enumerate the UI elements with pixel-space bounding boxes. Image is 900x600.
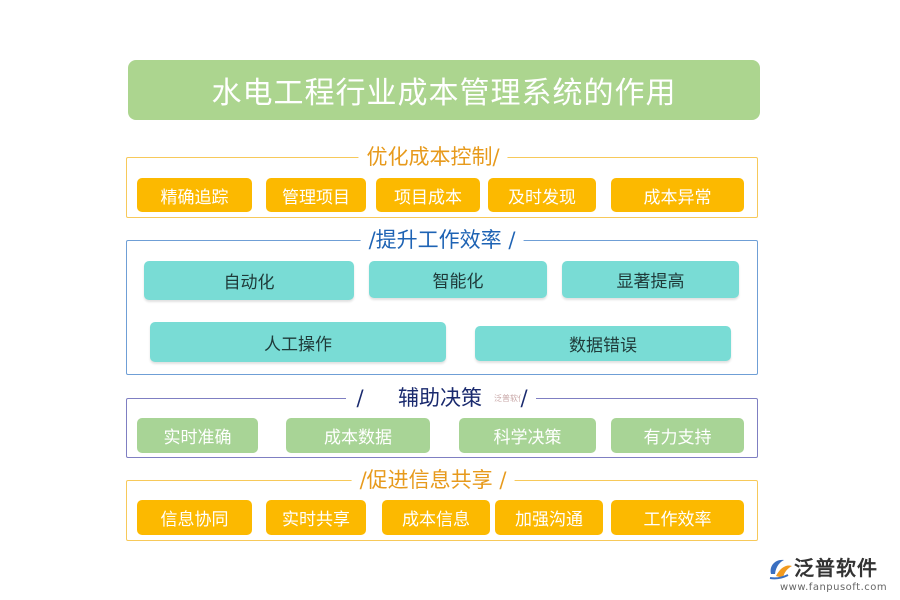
fanpu-logo: 泛普软件 www.fanpusoft.com bbox=[766, 552, 892, 598]
item-intelligence: 智能化 bbox=[369, 261, 547, 298]
fanpu-logo-icon bbox=[769, 559, 792, 580]
section-decision-watermark: 泛普软件 bbox=[494, 394, 526, 403]
logo-url: www.fanpusoft.com bbox=[780, 582, 888, 593]
section-cost-control-left-line bbox=[279, 157, 342, 158]
logo-name: 泛普软件 bbox=[794, 556, 878, 580]
item-cost-anomaly: 成本异常 bbox=[611, 178, 744, 212]
item-work-efficiency: 工作效率 bbox=[611, 500, 744, 535]
item-significant-improvement: 显著提高 bbox=[562, 261, 739, 298]
item-manual-operation: 人工操作 bbox=[150, 322, 446, 362]
section-cost-control-right-line bbox=[518, 157, 581, 158]
section-efficiency-title: /提升工作效率 / bbox=[360, 227, 524, 253]
section-info-sharing-title: /促进信息共享 / bbox=[351, 467, 515, 493]
item-precise-tracking: 精确追踪 bbox=[137, 178, 252, 212]
section-cost-control-title: 优化成本控制/ bbox=[358, 144, 508, 170]
item-info-collaboration: 信息协同 bbox=[137, 500, 252, 535]
item-timely-discovery: 及时发现 bbox=[488, 178, 596, 212]
item-strong-support: 有力支持 bbox=[611, 418, 744, 453]
section-decision-title-suffix: / bbox=[520, 385, 528, 411]
section-decision-title: 辅助决策 bbox=[398, 385, 482, 411]
item-scientific-decision: 科学决策 bbox=[459, 418, 596, 453]
item-realtime-sharing: 实时共享 bbox=[266, 500, 366, 535]
page-title: 水电工程行业成本管理系统的作用 bbox=[128, 60, 760, 120]
item-realtime-accurate: 实时准确 bbox=[137, 418, 258, 453]
item-cost-information: 成本信息 bbox=[382, 500, 490, 535]
item-data-errors: 数据错误 bbox=[475, 326, 731, 361]
item-strengthen-communication: 加强沟通 bbox=[495, 500, 603, 535]
section-decision-title-prefix: / bbox=[356, 385, 364, 411]
item-automation: 自动化 bbox=[144, 261, 354, 300]
item-manage-projects: 管理项目 bbox=[266, 178, 366, 212]
item-cost-data: 成本数据 bbox=[286, 418, 430, 453]
item-project-cost: 项目成本 bbox=[376, 178, 480, 212]
